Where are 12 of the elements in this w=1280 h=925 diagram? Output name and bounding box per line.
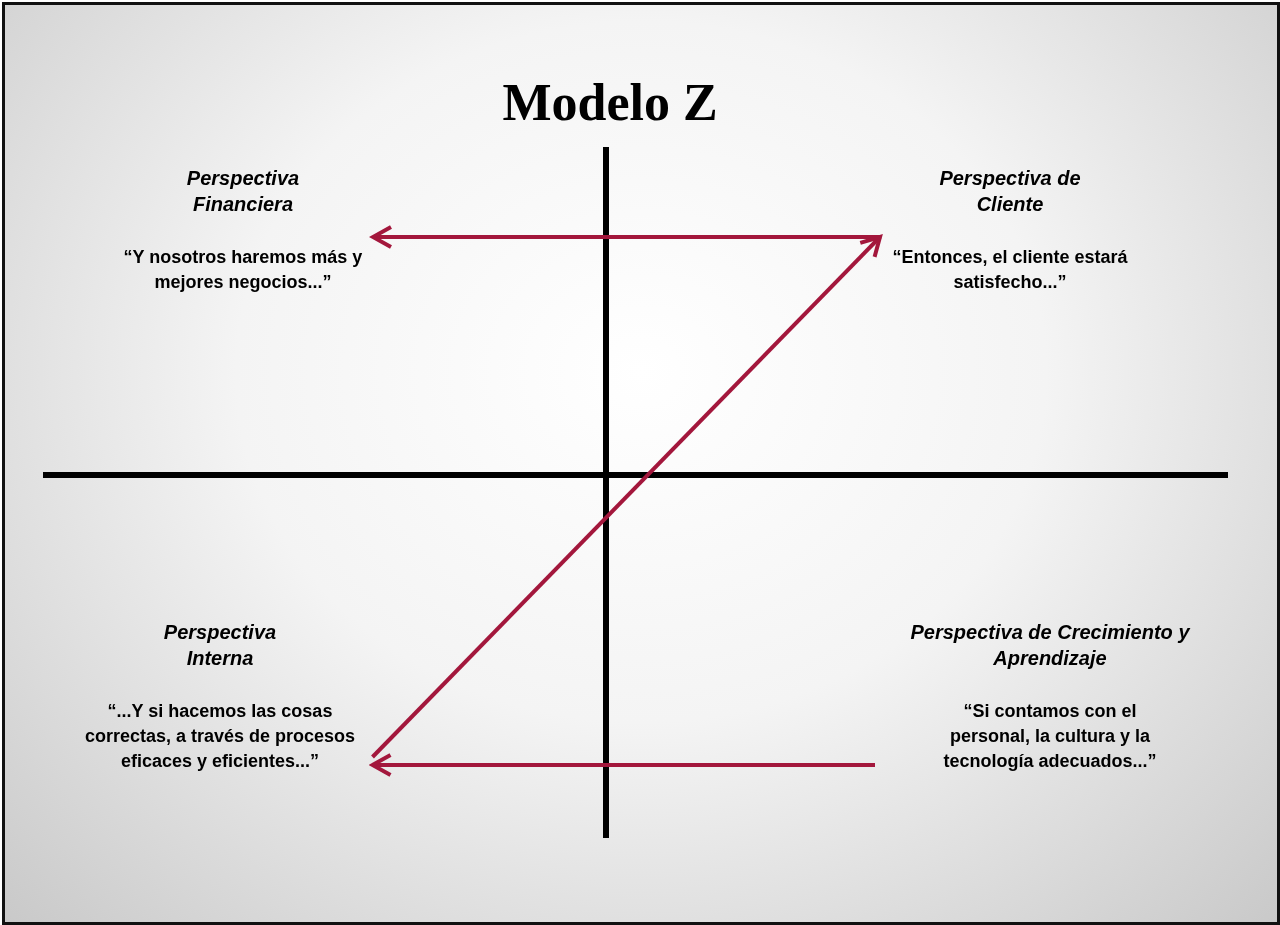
perspective-heading: Perspectiva Financiera — [185, 166, 301, 217]
perspective-heading: Perspectiva de Cliente — [938, 166, 1082, 217]
perspective-quote: “Si contamos con el personal, la cultura y la tecnología adecuados...” — [942, 700, 1158, 773]
arrow — [371, 225, 880, 249]
arrow — [371, 235, 882, 759]
perspective-quote: “...Y si hacemos las cosas correctas, a través de procesos eficaces y eficientes...” — [83, 700, 357, 773]
diagram-title: Modelo Z — [501, 73, 719, 133]
perspective-quote: “Y nosotros haremos más y mejores negocios...” — [122, 246, 364, 294]
perspective-heading: Perspectiva Interna — [162, 620, 278, 671]
perspective-quote: “Entonces, el cliente estará satisfecho...” — [891, 246, 1129, 294]
arrow — [370, 753, 875, 777]
perspective-heading: Perspectiva de Crecimiento y Aprendizaje — [909, 620, 1192, 671]
